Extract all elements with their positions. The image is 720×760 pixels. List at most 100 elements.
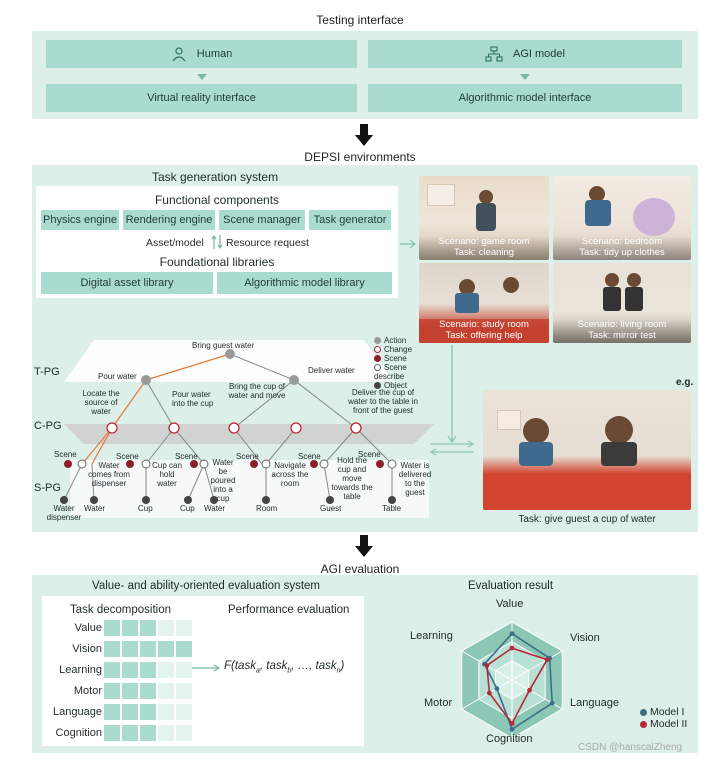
legend-model-1: Model I	[650, 706, 685, 718]
radar-point	[509, 726, 515, 732]
radar-spoke	[461, 679, 513, 710]
score-cell	[176, 641, 192, 657]
legend-object: Object	[384, 381, 408, 390]
legend-change: Change	[384, 345, 413, 354]
score-cell	[176, 683, 192, 699]
score-cell	[158, 620, 174, 636]
radar-point	[509, 645, 515, 651]
formula: F(taska, taskb, …, taskn)	[224, 660, 344, 674]
score-row: Cognition	[42, 725, 202, 743]
network-icon	[485, 46, 503, 62]
score-row-label: Value	[74, 622, 102, 634]
score-cell	[122, 662, 138, 678]
legend-scene: Scene	[384, 354, 407, 363]
object-table: Table	[382, 504, 402, 513]
score-cell	[140, 641, 156, 657]
radar-point	[544, 657, 550, 663]
formula-dots: , …, task	[291, 660, 337, 672]
formula-sub-n: n	[336, 667, 341, 675]
scene-bedroom-task: Task: tidy up clothes	[579, 247, 665, 258]
score-row: Value	[42, 620, 202, 638]
exchange-arrows-icon	[211, 234, 223, 250]
score-cell	[158, 683, 174, 699]
scene-study-room-scenario: Scenario: study room	[439, 319, 529, 330]
score-cell	[158, 725, 174, 741]
score-cell	[122, 725, 138, 741]
physics-engine-box: Physics engine	[41, 210, 119, 230]
s-scene-4: Scene	[236, 452, 259, 461]
score-cell	[176, 662, 192, 678]
functional-title: Functional components	[154, 193, 280, 207]
down-arrow-1	[355, 124, 373, 146]
arrow-scenes-to-example	[447, 345, 457, 444]
legend-action: Action	[384, 336, 407, 345]
score-cell	[140, 662, 156, 678]
radar-label-motor: Motor	[424, 697, 453, 709]
score-row: Motor	[42, 683, 202, 701]
eval-system-title: Value- and ability-oriented evaluation s…	[92, 580, 320, 592]
s-scene-1: Scene	[54, 450, 77, 459]
rendering-engine-box: Rendering engine	[123, 210, 215, 230]
algo-interface-box: Algorithmic model interface	[368, 84, 682, 112]
object-guest: Guest	[320, 504, 342, 513]
radar-point	[494, 686, 500, 692]
formula-prefix: F(task	[224, 660, 256, 672]
s-node-hold-cup: Hold the cup and move towards the table	[331, 456, 373, 501]
score-cell	[158, 641, 174, 657]
score-row: Vision	[42, 641, 202, 659]
perf-title: Performance evaluation	[228, 604, 350, 616]
object-water-2: Water	[204, 504, 226, 513]
object-cup-2: Cup	[180, 504, 195, 513]
radar-point	[509, 631, 515, 636]
graph-example-exchange	[429, 440, 475, 456]
score-row-label: Motor	[73, 685, 102, 697]
level-t-pg: T-PG	[34, 366, 60, 378]
resource-request-label: Resource request	[226, 237, 309, 249]
score-row-label: Vision	[72, 643, 102, 655]
radar-label-cognition: Cognition	[486, 733, 533, 745]
score-cell	[104, 662, 120, 678]
score-cell	[104, 620, 120, 636]
score-cell	[104, 641, 120, 657]
result-title: Evaluation result	[468, 580, 554, 592]
object-water-dispenser: Water dispenser	[46, 504, 82, 522]
radar-legend: Model I Model II	[640, 706, 687, 730]
algorithmic-model-library-box: Algorithmic model library	[217, 272, 392, 294]
scene-game-room-scenario: Scenario: game room	[438, 236, 530, 247]
down-arrow-2	[355, 535, 373, 557]
formula-end: )	[340, 660, 345, 672]
object-cup-1: Cup	[138, 504, 153, 513]
c-node-locate: Locate the source of water	[82, 389, 120, 416]
scene-bedroom-scenario: Scenario: bedroom	[581, 236, 663, 247]
digital-asset-library-box: Digital asset library	[41, 272, 213, 294]
radar-point	[549, 700, 555, 706]
t-node-pour-water: Pour water	[98, 372, 137, 381]
object-room: Room	[256, 504, 278, 513]
score-cell	[122, 683, 138, 699]
level-c-pg: C-PG	[34, 420, 62, 432]
radar-label-vision: Vision	[570, 632, 600, 644]
radar-label-learning: Learning	[410, 630, 453, 642]
agi-eval-title: AGI evaluation	[320, 562, 400, 576]
foundational-title: Foundational libraries	[159, 255, 275, 269]
radar-chart	[461, 621, 563, 739]
task-system-title: Task generation system	[152, 170, 279, 184]
asset-model-label: Asset/model	[146, 237, 204, 249]
radar-point	[486, 690, 492, 696]
legend-scene-describe: Scene describe	[374, 363, 407, 381]
c-node-bring-cup: Bring the cup of water and move	[228, 382, 286, 400]
s-node-cup-hold: Cup can hold water	[152, 461, 182, 488]
radar-spoke	[511, 650, 563, 681]
radar-label-value: Value	[496, 598, 524, 610]
score-cell	[104, 683, 120, 699]
legend-model-2: Model II	[650, 718, 688, 730]
human-box: Human	[46, 40, 357, 68]
arrow-to-scenes	[400, 239, 417, 249]
planning-graph	[60, 340, 434, 518]
agi-model-box: AGI model	[368, 40, 682, 68]
level-s-pg: S-PG	[34, 482, 61, 494]
decomp-title: Task decomposition	[70, 604, 171, 616]
